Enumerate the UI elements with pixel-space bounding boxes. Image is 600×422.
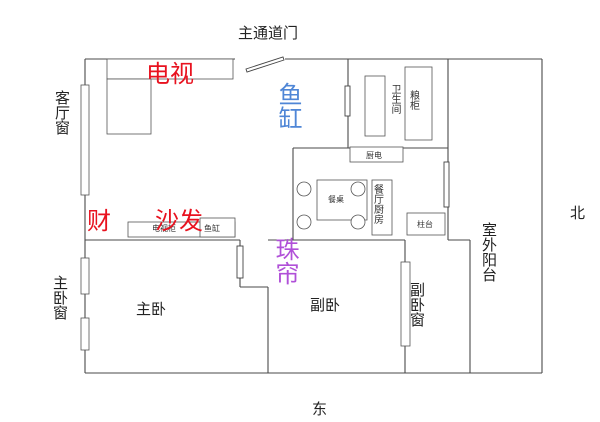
living-window-label: 客厅窗 bbox=[53, 90, 71, 135]
living-room-window bbox=[80, 84, 90, 196]
kitchen-door bbox=[443, 161, 450, 208]
bead-curtain-annotation: 珠帘 bbox=[271, 237, 299, 285]
bathroom-door bbox=[344, 85, 351, 117]
master-bedroom-label: 主卧 bbox=[136, 300, 166, 318]
bathroom-box bbox=[364, 75, 386, 137]
fish-tank-annotation: 鱼缸 bbox=[274, 82, 302, 130]
chair-top-left bbox=[296, 181, 312, 197]
kitchen-appliance-label: 厨电 bbox=[366, 150, 382, 160]
chair-top-right bbox=[350, 181, 366, 197]
master-window-lower bbox=[80, 317, 90, 351]
kitchen-appliance bbox=[349, 146, 404, 163]
master-window-upper bbox=[80, 257, 90, 295]
master-bedroom-door bbox=[236, 245, 244, 279]
kitchen-label: 餐厅厨房 bbox=[372, 183, 384, 225]
chair-bottom-left bbox=[296, 214, 312, 230]
east-label: 东 bbox=[312, 400, 327, 418]
tv-cabinet-side bbox=[106, 78, 152, 135]
second-bedroom-window bbox=[400, 261, 411, 347]
dining-table-label: 餐桌 bbox=[328, 194, 344, 204]
small-cabinet bbox=[406, 212, 446, 236]
small-fish-tank bbox=[199, 217, 236, 238]
grain-cabinet bbox=[404, 66, 433, 141]
second-bedroom-label: 副卧 bbox=[310, 296, 340, 314]
master-window-label: 主卧窗 bbox=[51, 275, 69, 320]
tv-cabinet bbox=[106, 58, 234, 80]
balcony-label: 室外阳台 bbox=[480, 222, 498, 282]
second-window-label: 副卧窗 bbox=[408, 282, 426, 327]
small-cabinet-label: 柱台 bbox=[417, 219, 433, 229]
grain-cabinet-label: 粮柜 bbox=[408, 89, 420, 111]
sofa-annotation: 沙发 bbox=[155, 207, 203, 235]
tv-annotation: 电视 bbox=[146, 60, 194, 88]
tv-cabinet-label: 电视柜 bbox=[152, 223, 176, 233]
chair-bottom-right bbox=[350, 214, 366, 230]
main-door bbox=[245, 56, 285, 73]
main-door-label: 主通道门 bbox=[238, 24, 298, 42]
small-fish-tank-label: 鱼缸 bbox=[204, 223, 220, 233]
north-label: 北 bbox=[570, 204, 585, 222]
kitchen-counter bbox=[371, 179, 393, 236]
wealth-annotation: 财 bbox=[87, 207, 111, 235]
